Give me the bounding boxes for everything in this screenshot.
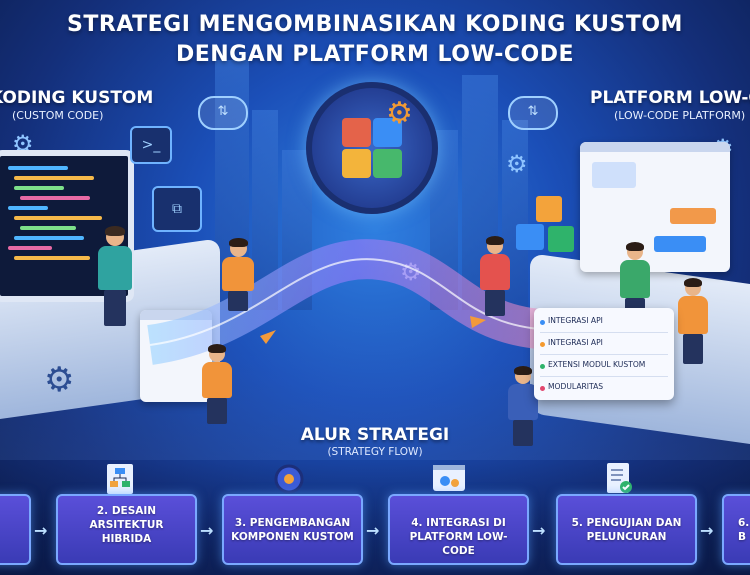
arrow-right-icon: → bbox=[532, 521, 546, 540]
popup-item: INTEGRASI API bbox=[548, 338, 603, 347]
main-title-line1: STRATEGI MENGOMBINASIKAN KODING KUSTOM bbox=[67, 12, 683, 37]
flow-title: ALUR STRATEGI bbox=[300, 425, 450, 445]
lowcode-window bbox=[580, 142, 730, 272]
step-5-line1: 5. PENGUJIAN DAN bbox=[571, 517, 682, 529]
step-4-line1: 4. INTEGRASI DI bbox=[411, 517, 506, 529]
browser-gear-icon bbox=[432, 462, 466, 496]
step-6-line1: 6. bbox=[738, 517, 750, 529]
step-1-box bbox=[0, 494, 31, 565]
terminal-icon: >_ bbox=[130, 126, 172, 164]
bullet-dot bbox=[540, 386, 545, 391]
bullet-dot bbox=[540, 342, 545, 347]
cloud-sync-icon: ⇅ bbox=[198, 96, 248, 130]
arrow-right-icon: → bbox=[700, 521, 714, 540]
gear-wrench-icon bbox=[272, 462, 306, 496]
arrow-right-icon: → bbox=[366, 521, 380, 540]
step-6-box: 6. B bbox=[722, 494, 750, 565]
right-panel-sublabel: (LOW-CODE PLATFORM) bbox=[614, 109, 746, 122]
flowchart-icon: ⧉ bbox=[152, 186, 202, 232]
step-2-line3: HIBRIDA bbox=[101, 533, 152, 545]
bullet-dot bbox=[540, 320, 545, 325]
left-panel-label: KODING KUSTOM bbox=[0, 88, 154, 108]
flowchart-icon bbox=[103, 462, 137, 496]
left-panel-sublabel: (CUSTOM CODE) bbox=[12, 109, 104, 122]
puzzle-icon bbox=[342, 118, 402, 178]
gear-icon: ⚙ bbox=[386, 96, 413, 131]
step-4-box: 4. INTEGRASI DI PLATFORM LOW-CODE bbox=[388, 494, 529, 565]
step-3-line1: 3. PENGEMBANGAN bbox=[234, 517, 351, 529]
step-3-box: 3. PENGEMBANGAN KOMPONEN KUSTOM bbox=[222, 494, 363, 565]
step-2-box: 2. DESAIN ARSITEKTUR HIBRIDA bbox=[56, 494, 197, 565]
arrow-right-icon: → bbox=[200, 521, 214, 540]
integration-popup: INTEGRASI API INTEGRASI API EXTENSI MODU… bbox=[534, 308, 674, 400]
checklist-icon bbox=[602, 462, 636, 496]
gear-icon: ⚙ bbox=[44, 360, 75, 400]
bullet-dot bbox=[540, 364, 545, 369]
main-title-line2: DENGAN PLATFORM LOW-CODE bbox=[175, 42, 575, 67]
center-gear-badge: ⚙ bbox=[306, 82, 438, 214]
popup-item: INTEGRASI API bbox=[548, 316, 603, 325]
cloud-sync-icon: ⇅ bbox=[508, 96, 558, 130]
step-6-line2: B bbox=[738, 531, 747, 543]
gear-icon: ⚙ bbox=[506, 150, 528, 178]
step-3-line2: KOMPONEN KUSTOM bbox=[231, 531, 354, 543]
step-5-line2: PELUNCURAN bbox=[586, 531, 667, 543]
popup-item: MODULARITAS bbox=[548, 382, 604, 391]
right-panel-label: PLATFORM LOW-CODE bbox=[590, 88, 750, 108]
step-2-line1: 2. DESAIN bbox=[96, 505, 157, 517]
step-2-line2: ARSITEKTUR bbox=[89, 519, 164, 531]
step-5-box: 5. PENGUJIAN DAN PELUNCURAN bbox=[556, 494, 697, 565]
step-4-line2: PLATFORM LOW-CODE bbox=[409, 531, 508, 557]
flow-subtitle: (STRATEGY FLOW) bbox=[327, 446, 423, 458]
arrow-right-icon: → bbox=[34, 521, 48, 540]
popup-item: EXTENSI MODUL KUSTOM bbox=[548, 360, 646, 369]
